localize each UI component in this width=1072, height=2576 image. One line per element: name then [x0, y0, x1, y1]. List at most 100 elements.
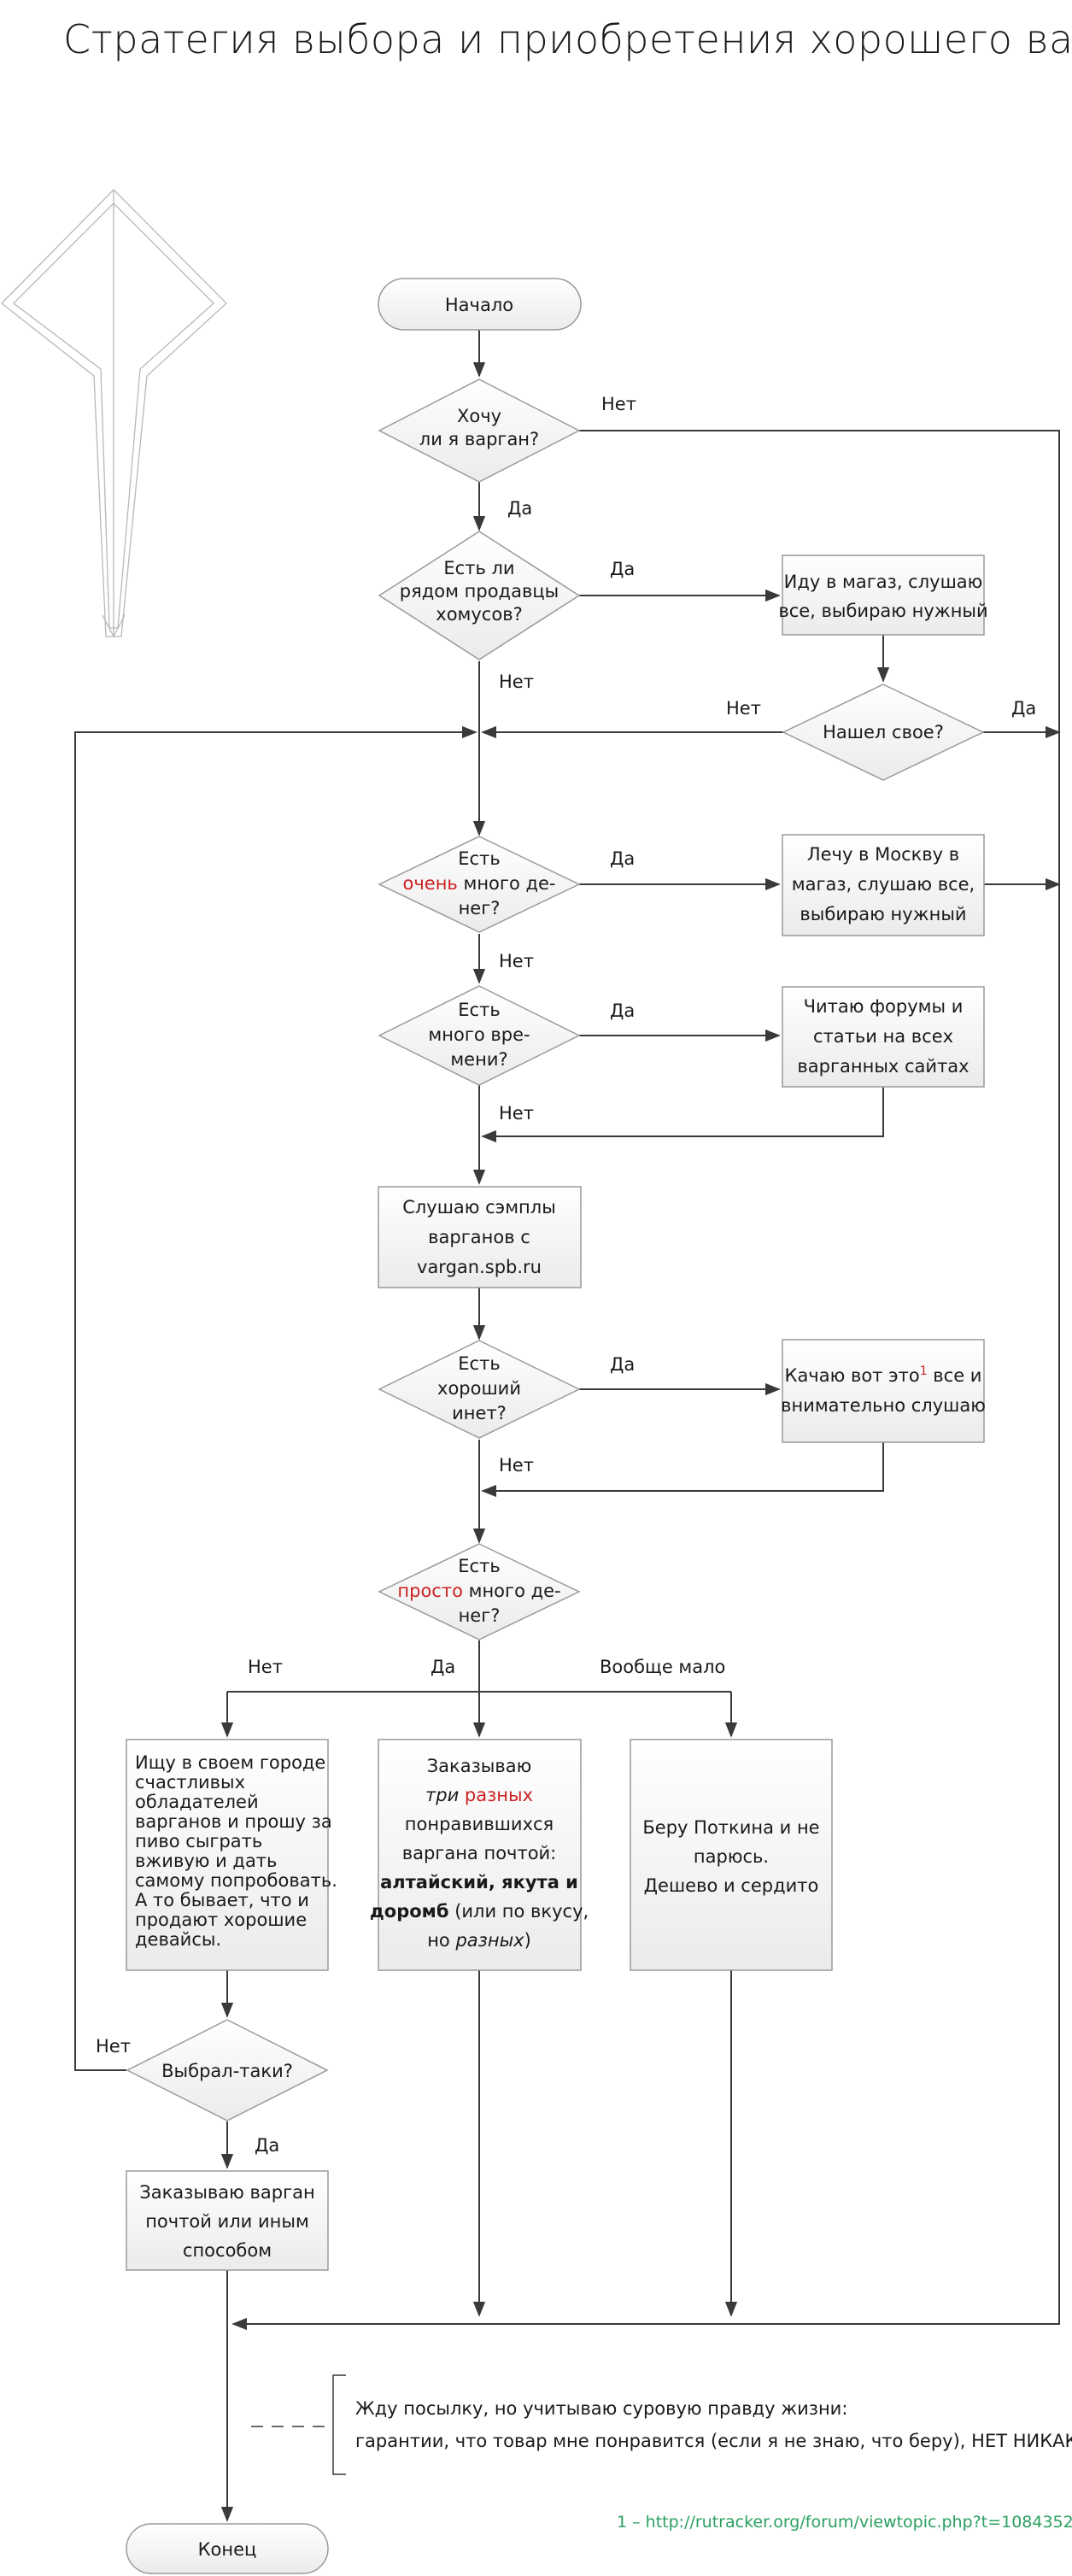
label-found-yes: Да	[1011, 698, 1036, 719]
order-three-line3: понравившихся	[405, 1814, 554, 1834]
order-three-line7-end: )	[524, 1930, 531, 1951]
node-process-potkin: Беру Поткина и не парюсь. Дешево и серди…	[630, 1739, 833, 1971]
want-line1: Хочу	[457, 406, 501, 426]
label-time-no: Нет	[499, 1103, 534, 1124]
arrow-chose-no-loop	[74, 725, 477, 2071]
ask-line2: счастливых	[135, 1772, 245, 1793]
annotation-note: Жду посылку, но учитываю суровую правду …	[251, 2374, 1072, 2475]
order-mail-line1: Заказываю варган	[139, 2182, 314, 2203]
label-very-money-no: Нет	[499, 951, 534, 971]
connectors	[74, 330, 1061, 2522]
download-line1: Качаю вот это1 все и	[785, 1364, 982, 1386]
process-box	[782, 555, 985, 636]
inet-line1: Есть	[458, 1353, 500, 1374]
node-process-order-mail: Заказываю варган почтой или иным способо…	[126, 2170, 329, 2271]
order-three-line6-rest: (или по вкусу,	[449, 1901, 589, 1922]
process-box	[782, 1339, 985, 1443]
found-label: Нашел свое?	[823, 722, 944, 742]
process-box	[378, 1739, 582, 1971]
label-very-money-yes: Да	[610, 848, 635, 869]
label-simple-money-yes: Да	[431, 1657, 455, 1677]
different-italic: разных	[454, 1930, 524, 1951]
label-found-no: Нет	[726, 698, 761, 719]
note-line1: Жду посылку, но учитываю суровую правду …	[355, 2398, 847, 2419]
node-decision-inet: Есть хороший инет?	[378, 1340, 581, 1439]
ask-line5: пиво сыграть	[135, 1831, 262, 1851]
very-highlight: очень	[403, 873, 458, 894]
order-three-line2: три разных	[425, 1785, 533, 1805]
time-line3: мени?	[450, 1049, 507, 1070]
very-money-line2: очень много де-	[403, 873, 556, 894]
simple-highlight: просто	[397, 1581, 463, 1601]
node-end: Конец	[126, 2523, 329, 2574]
node-process-moscow: Лечу в Москву в магаз, слушаю все, выбир…	[782, 834, 985, 936]
ask-line6: вживую и дать	[135, 1851, 277, 1871]
moscow-line2: магаз, слушаю все,	[792, 874, 975, 895]
potkin-line1: Беру Поткина и не	[642, 1817, 819, 1838]
forums-line3: варганных сайтах	[797, 1056, 969, 1077]
node-decision-found: Нашел свое?	[782, 684, 985, 781]
label-very-little: Вообще мало	[600, 1657, 725, 1677]
start-label: Начало	[445, 295, 513, 315]
order-three-line5: алтайский, якута и	[380, 1872, 578, 1892]
forums-line2: статьи на всех	[813, 1026, 953, 1047]
samples-line3: vargan.spb.ru	[417, 1257, 542, 1277]
decision-diamond	[378, 378, 581, 483]
decision-diamond	[378, 985, 581, 1086]
simple-money-line3: нег?	[459, 1605, 501, 1626]
arrow-forums-return	[481, 1087, 884, 1143]
label-time-yes: Да	[610, 1000, 635, 1021]
process-box	[630, 1739, 833, 1971]
node-process-download: Качаю вот это1 все и внимательно слушаю	[781, 1339, 986, 1443]
process-box	[378, 1186, 582, 1288]
label-sellers-yes: Да	[610, 559, 635, 579]
page-title: Стратегия выбора и приобретения хорошего…	[63, 16, 1072, 62]
three-italic: три	[425, 1785, 459, 1805]
label-simple-money-no: Нет	[248, 1657, 283, 1677]
inet-line2: хороший	[437, 1378, 521, 1399]
potkin-line2: парюсь.	[694, 1846, 769, 1867]
samples-line2: варганов с	[428, 1227, 530, 1247]
download-line2: внимательно слушаю	[781, 1395, 986, 1416]
sellers-line1: Есть ли	[443, 558, 514, 578]
annotation-bracket	[332, 2374, 346, 2475]
order-three-line7: но разных)	[427, 1930, 531, 1951]
order-three-line6: доромб (или по вкусу,	[370, 1901, 589, 1922]
ask-line9: продают хорошие	[135, 1910, 307, 1930]
node-decision-simple-money: Есть просто много де- нег?	[378, 1543, 581, 1640]
ask-line4: варганов и прошу за	[135, 1811, 332, 1832]
very-money-line1: Есть	[458, 848, 500, 869]
node-decision-want: Хочу ли я варган?	[378, 378, 581, 483]
process-box	[126, 2170, 329, 2271]
very-money-line2-rest: много де-	[458, 873, 556, 894]
moscow-line1: Лечу в Москву в	[807, 844, 959, 865]
samples-line1: Слушаю сэмплы	[402, 1197, 556, 1218]
label-sellers-no: Нет	[499, 672, 534, 692]
process-box	[126, 1739, 329, 1971]
sellers-line3: хомусов?	[436, 604, 522, 625]
node-decision-very-money: Есть очень много де- нег?	[378, 836, 581, 933]
node-decision-sellers: Есть ли рядом продавцы хомусов?	[378, 531, 581, 660]
chose-label: Выбрал-таки?	[161, 2061, 293, 2081]
arrow-want-no-to-merge	[231, 430, 1060, 2331]
start-terminator	[378, 278, 582, 331]
decision-diamond	[378, 836, 581, 933]
arrow-download-return	[481, 1442, 884, 1498]
potkin-line3: Дешево и сердито	[644, 1875, 819, 1896]
end-terminator	[126, 2523, 329, 2574]
download-line1-end: все и	[928, 1365, 982, 1386]
doromb-bold: доромб	[370, 1901, 449, 1922]
shop-line1: Иду в магаз, слушаю	[784, 572, 983, 592]
edge-labels: Нет Да Да Нет Нет Да Да Нет Да Нет Да Не…	[96, 394, 1036, 2156]
node-process-ask-owners: Ищу в своем городе счастливых обладателе…	[126, 1739, 337, 1971]
node-process-forums: Читаю форумы и статьи на всех варганных …	[782, 986, 985, 1088]
ask-line1: Ищу в своем городе	[135, 1752, 325, 1773]
decision-diamond	[782, 684, 985, 781]
footnote-link[interactable]: 1 – http://rutracker.org/forum/viewtopic…	[617, 2513, 1072, 2532]
end-label: Конец	[198, 2539, 257, 2560]
time-line1: Есть	[458, 1000, 500, 1020]
label-want-yes: Да	[507, 498, 532, 519]
order-mail-line3: способом	[183, 2240, 272, 2261]
process-box	[782, 986, 985, 1088]
